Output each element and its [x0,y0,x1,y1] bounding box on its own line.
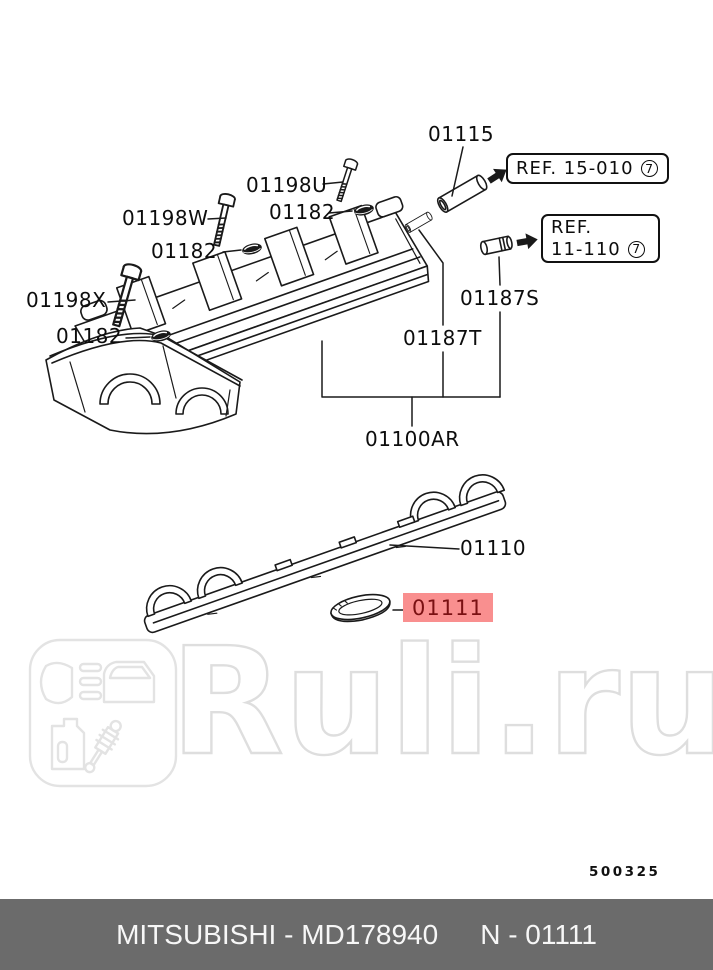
part-label-01182: 01182 [151,239,218,263]
footer-part-number: N - 01111 [480,918,597,950]
part-label-01187s: 01187S [460,286,540,310]
sheet-number: 500325 [589,864,661,880]
ref-box-15-010: REF. 15-010 7 [506,153,669,184]
footer-brand-part: MITSUBISHI - MD178940 [116,918,439,950]
watermark-logo [28,638,178,788]
part-label-01182: 01182 [269,200,336,224]
headlight-icon [39,661,103,705]
ref-box-11-110-line1: REF. [551,217,593,239]
ref-box-11-110-line2: 11-110 [551,238,621,260]
part-label-01182: 01182 [56,324,123,348]
circled-number: 7 [627,240,645,258]
part-label-01115: 01115 [428,122,495,146]
part-label-01110: 01110 [460,536,527,560]
leader-lines [107,146,501,611]
watermark-text: Ruli.ru [170,616,713,788]
arrow-to-ref-11-110 [514,230,540,252]
part-label-01198w: 01198W [122,206,209,230]
ref-box-15-010-text: REF. 15-010 [516,158,634,179]
part-label-01198u: 01198U [246,173,328,197]
circled-number: 7 [640,160,658,177]
part-label-01111-highlighted: 01111 [403,593,493,622]
part-label-01198x: 01198X [26,288,107,312]
part-label-01187t: 01187T [403,326,482,350]
seal-01182-art [240,240,264,258]
oil-can-icon [50,717,86,771]
plug-01187s-art [478,234,514,256]
shock-absorber-icon [84,719,122,774]
bolt-01198u-art [332,156,360,204]
gasket-art [143,474,507,634]
cover-end-cap-art [45,327,243,435]
car-door-icon [102,660,156,704]
part-label-01100ar: 01100AR [365,427,460,451]
ref-box-11-110: REF. 11-110 7 [541,214,660,263]
tube-01115-art [434,173,490,215]
footer-bar: MITSUBISHI - MD178940 N - 01111 [0,899,713,970]
grommet-seal-art [330,593,391,623]
